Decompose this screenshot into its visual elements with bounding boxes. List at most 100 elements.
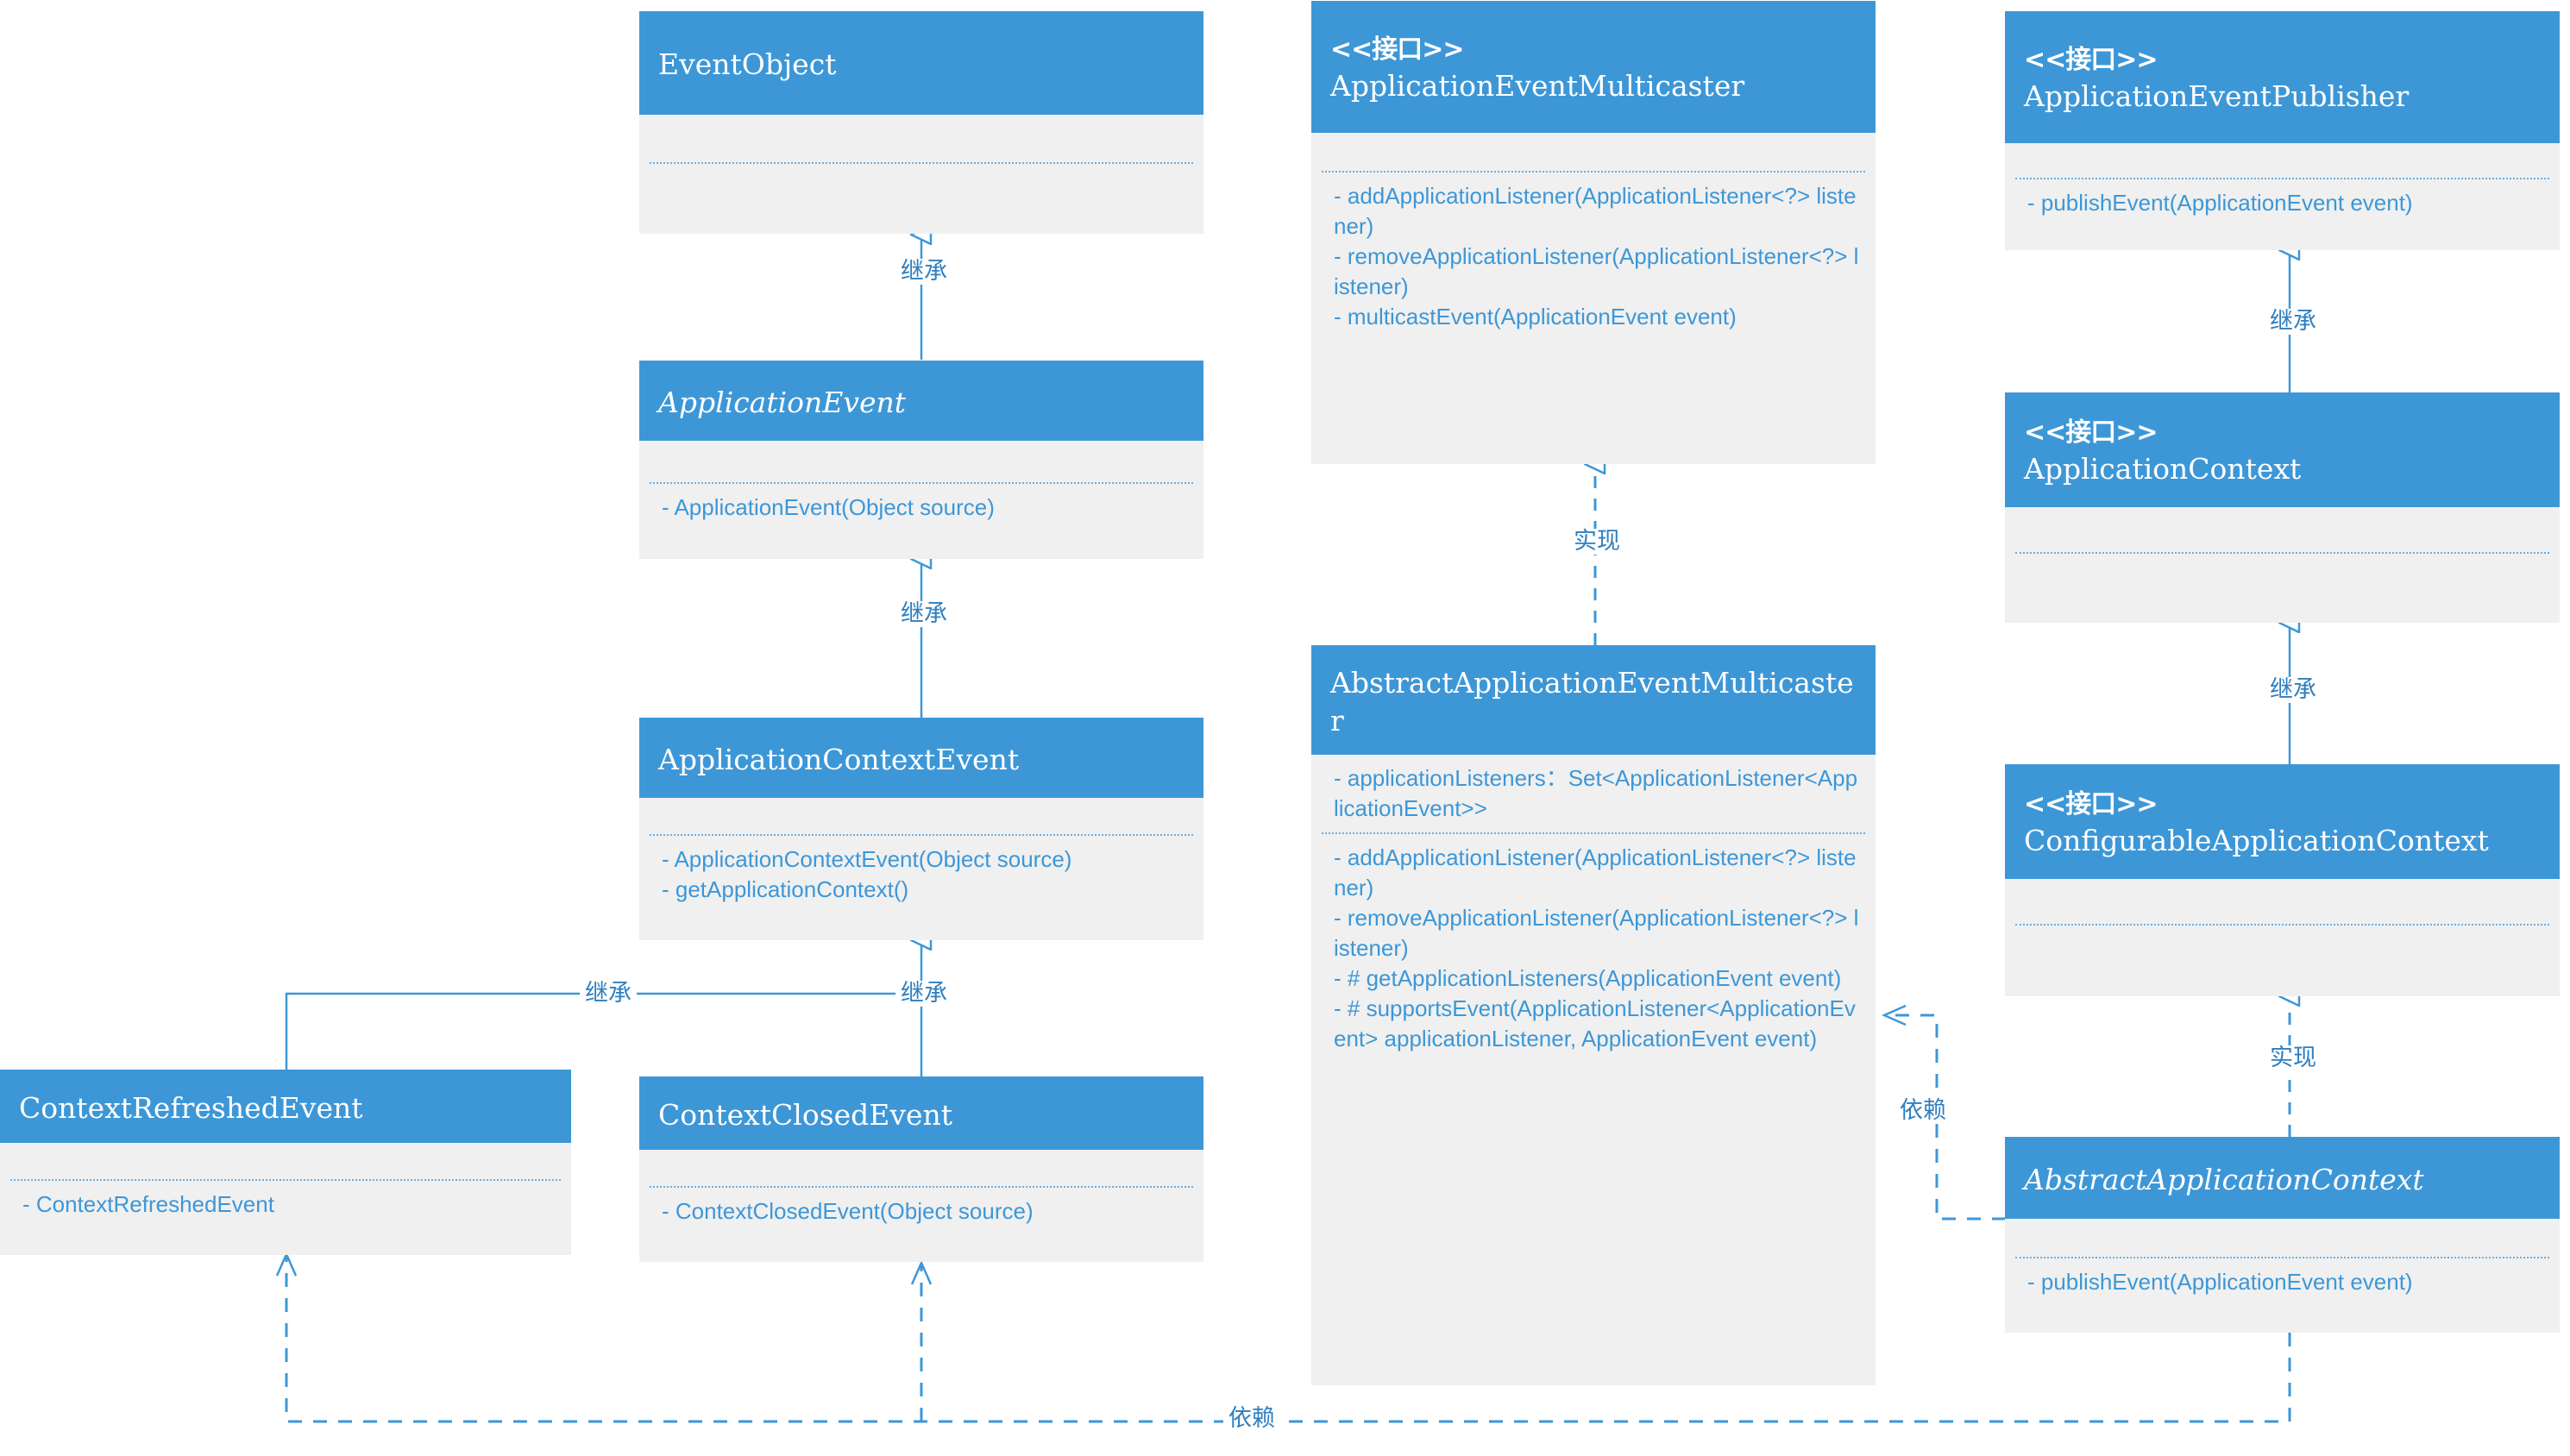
- class-box-eventobject[interactable]: EventObject: [639, 11, 1203, 234]
- class-box-applicationcontext[interactable]: <<接口>> ApplicationContext: [2005, 392, 2560, 623]
- class-body-applicationeventmulticaster: - addApplicationListener(ApplicationList…: [1311, 133, 1876, 464]
- class-box-contextrefreshedevent[interactable]: ContextRefreshedEvent - ContextRefreshed…: [0, 1070, 571, 1255]
- class-methods-configurableapplicationcontext: [2005, 926, 2560, 977]
- class-member: - ApplicationContextEvent(Object source): [662, 846, 1072, 872]
- compartment-divider: [650, 482, 1193, 484]
- edge-dependency-abstractapplicationcontext-events: [286, 1255, 2291, 1423]
- class-methods-applicationcontext: [2005, 554, 2560, 606]
- class-member: - ContextRefreshedEvent: [22, 1191, 274, 1217]
- class-body-applicationcontext: [2005, 507, 2560, 623]
- class-header-contextclosedevent: ContextClosedEvent: [639, 1076, 1203, 1150]
- class-methods-applicationcontextevent: - ApplicationContextEvent(Object source)…: [639, 836, 1203, 913]
- class-name-applicationcontext: ApplicationContext: [2024, 451, 2302, 486]
- class-methods-applicationeventpublisher: - publishEvent(ApplicationEvent event): [2005, 179, 2560, 227]
- compartment-divider: [10, 1179, 561, 1181]
- edge-label-inheritance-2: 继承: [895, 601, 952, 627]
- edge-label-realization-2: 实现: [2265, 1045, 2322, 1071]
- class-name-eventobject: EventObject: [658, 47, 837, 81]
- class-attributes-contextclosedevent: [639, 1150, 1203, 1186]
- class-name-applicationevent: ApplicationEvent: [658, 385, 907, 419]
- class-member: - removeApplicationListener(ApplicationL…: [1334, 243, 1859, 299]
- class-body-abstractapplicationcontext: - publishEvent(ApplicationEvent event): [2005, 1219, 2560, 1333]
- class-methods-applicationeventmulticaster: - addApplicationListener(ApplicationList…: [1311, 173, 1876, 341]
- class-member: - publishEvent(ApplicationEvent event): [2027, 1269, 2413, 1295]
- class-box-abstractapplicationcontext[interactable]: AbstractApplicationContext - publishEven…: [2005, 1137, 2560, 1333]
- class-body-applicationeventpublisher: - publishEvent(ApplicationEvent event): [2005, 143, 2560, 250]
- class-name-configurableapplicationcontext: ConfigurableApplicationContext: [2024, 823, 2489, 857]
- class-methods-contextclosedevent: - ContextClosedEvent(Object source): [639, 1188, 1203, 1235]
- edge-label-dependency-2: 依赖: [1223, 1406, 1280, 1432]
- class-header-applicationcontextevent: ApplicationContextEvent: [639, 718, 1203, 798]
- class-methods-contextrefreshedevent: - ContextRefreshedEvent: [0, 1181, 571, 1228]
- compartment-divider: [1322, 171, 1865, 173]
- class-box-applicationeventmulticaster[interactable]: <<接口>> ApplicationEventMulticaster - add…: [1311, 1, 1876, 464]
- class-header-configurableapplicationcontext: <<接口>> ConfigurableApplicationContext: [2005, 764, 2560, 879]
- edge-label-inheritance-6: 继承: [2265, 677, 2322, 703]
- class-body-abstractapplicationeventmulticaster: - applicationListeners：Set<ApplicationLi…: [1311, 755, 1876, 1385]
- class-methods-eventobject: [639, 164, 1203, 216]
- class-body-configurableapplicationcontext: [2005, 879, 2560, 996]
- edge-label-inheritance-3: 继承: [895, 981, 952, 1007]
- class-member: - addApplicationListener(ApplicationList…: [1334, 183, 1857, 239]
- class-box-applicationevent[interactable]: ApplicationEvent - ApplicationEvent(Obje…: [639, 361, 1203, 559]
- class-body-applicationcontextevent: - ApplicationContextEvent(Object source)…: [639, 798, 1203, 940]
- class-header-applicationeventpublisher: <<接口>> ApplicationEventPublisher: [2005, 11, 2560, 143]
- compartment-divider: [650, 834, 1193, 836]
- class-box-abstractapplicationeventmulticaster[interactable]: AbstractApplicationEventMulticaster - ap…: [1311, 645, 1876, 1385]
- class-body-contextrefreshedevent: - ContextRefreshedEvent: [0, 1143, 571, 1255]
- class-name-applicationeventpublisher: ApplicationEventPublisher: [2024, 78, 2410, 113]
- class-name-contextclosedevent: ContextClosedEvent: [658, 1097, 953, 1132]
- class-member: - getApplicationContext(): [662, 876, 909, 902]
- class-header-contextrefreshedevent: ContextRefreshedEvent: [0, 1070, 571, 1143]
- class-name-contextrefreshedevent: ContextRefreshedEvent: [19, 1090, 363, 1125]
- class-body-applicationevent: - ApplicationEvent(Object source): [639, 441, 1203, 559]
- class-box-applicationeventpublisher[interactable]: <<接口>> ApplicationEventPublisher - publi…: [2005, 11, 2560, 250]
- class-member: - # getApplicationListeners(ApplicationE…: [1334, 965, 1842, 991]
- class-header-abstractapplicationcontext: AbstractApplicationContext: [2005, 1137, 2560, 1219]
- class-attributes-abstractapplicationcontext: [2005, 1219, 2560, 1257]
- stereotype-interface: <<接口>>: [1330, 34, 1465, 65]
- class-methods-abstractapplicationcontext: - publishEvent(ApplicationEvent event): [2005, 1258, 2560, 1306]
- class-header-applicationcontext: <<接口>> ApplicationContext: [2005, 392, 2560, 507]
- stereotype-interface: <<接口>>: [2024, 788, 2158, 819]
- compartment-divider: [1322, 832, 1865, 834]
- class-box-configurableapplicationcontext[interactable]: <<接口>> ConfigurableApplicationContext: [2005, 764, 2560, 996]
- class-box-contextclosedevent[interactable]: ContextClosedEvent - ContextClosedEvent(…: [639, 1076, 1203, 1262]
- class-member: - addApplicationListener(ApplicationList…: [1334, 844, 1857, 901]
- class-box-applicationcontextevent[interactable]: ApplicationContextEvent - ApplicationCon…: [639, 718, 1203, 940]
- edge-label-realization-1: 实现: [1568, 529, 1625, 555]
- class-member: - ContextClosedEvent(Object source): [662, 1198, 1034, 1224]
- class-member: - ApplicationEvent(Object source): [662, 494, 995, 520]
- class-attributes-configurableapplicationcontext: [2005, 879, 2560, 924]
- class-attributes-applicationcontext: [2005, 507, 2560, 552]
- class-header-abstractapplicationeventmulticaster: AbstractApplicationEventMulticaster: [1311, 645, 1876, 755]
- edge-label-inheritance-4: 继承: [580, 981, 637, 1007]
- class-name-applicationcontextevent: ApplicationContextEvent: [658, 742, 1020, 776]
- class-methods-applicationevent: - ApplicationEvent(Object source): [639, 484, 1203, 531]
- compartment-divider: [2015, 924, 2549, 926]
- class-member: - publishEvent(ApplicationEvent event): [2027, 190, 2413, 216]
- compartment-divider: [650, 1186, 1193, 1188]
- compartment-divider: [2015, 178, 2549, 179]
- class-member: - multicastEvent(ApplicationEvent event): [1334, 304, 1737, 329]
- edge-label-dependency-1: 依赖: [1895, 1098, 1951, 1124]
- stereotype-interface: <<接口>>: [2024, 417, 2158, 448]
- class-member: - applicationListeners：Set<ApplicationLi…: [1334, 765, 1858, 821]
- class-attributes-applicationeventpublisher: [2005, 143, 2560, 178]
- class-header-applicationevent: ApplicationEvent: [639, 361, 1203, 441]
- class-methods-abstractapplicationeventmulticaster: - addApplicationListener(ApplicationList…: [1311, 834, 1876, 1063]
- compartment-divider: [2015, 552, 2549, 554]
- edge-label-inheritance-5: 继承: [2265, 309, 2322, 335]
- class-attributes-applicationeventmulticaster: [1311, 133, 1876, 171]
- class-member: - # supportsEvent(ApplicationListener<Ap…: [1334, 995, 1856, 1051]
- class-name-abstractapplicationeventmulticaster: AbstractApplicationEventMulticaster: [1330, 665, 1854, 737]
- class-attributes-applicationcontextevent: [639, 798, 1203, 834]
- class-attributes-applicationevent: [639, 441, 1203, 482]
- stereotype-interface: <<接口>>: [2024, 44, 2158, 75]
- class-body-contextclosedevent: - ContextClosedEvent(Object source): [639, 1150, 1203, 1262]
- class-name-applicationeventmulticaster: ApplicationEventMulticaster: [1330, 68, 1745, 103]
- compartment-divider: [650, 162, 1193, 164]
- class-body-eventobject: [639, 115, 1203, 234]
- class-attributes-contextrefreshedevent: [0, 1143, 571, 1179]
